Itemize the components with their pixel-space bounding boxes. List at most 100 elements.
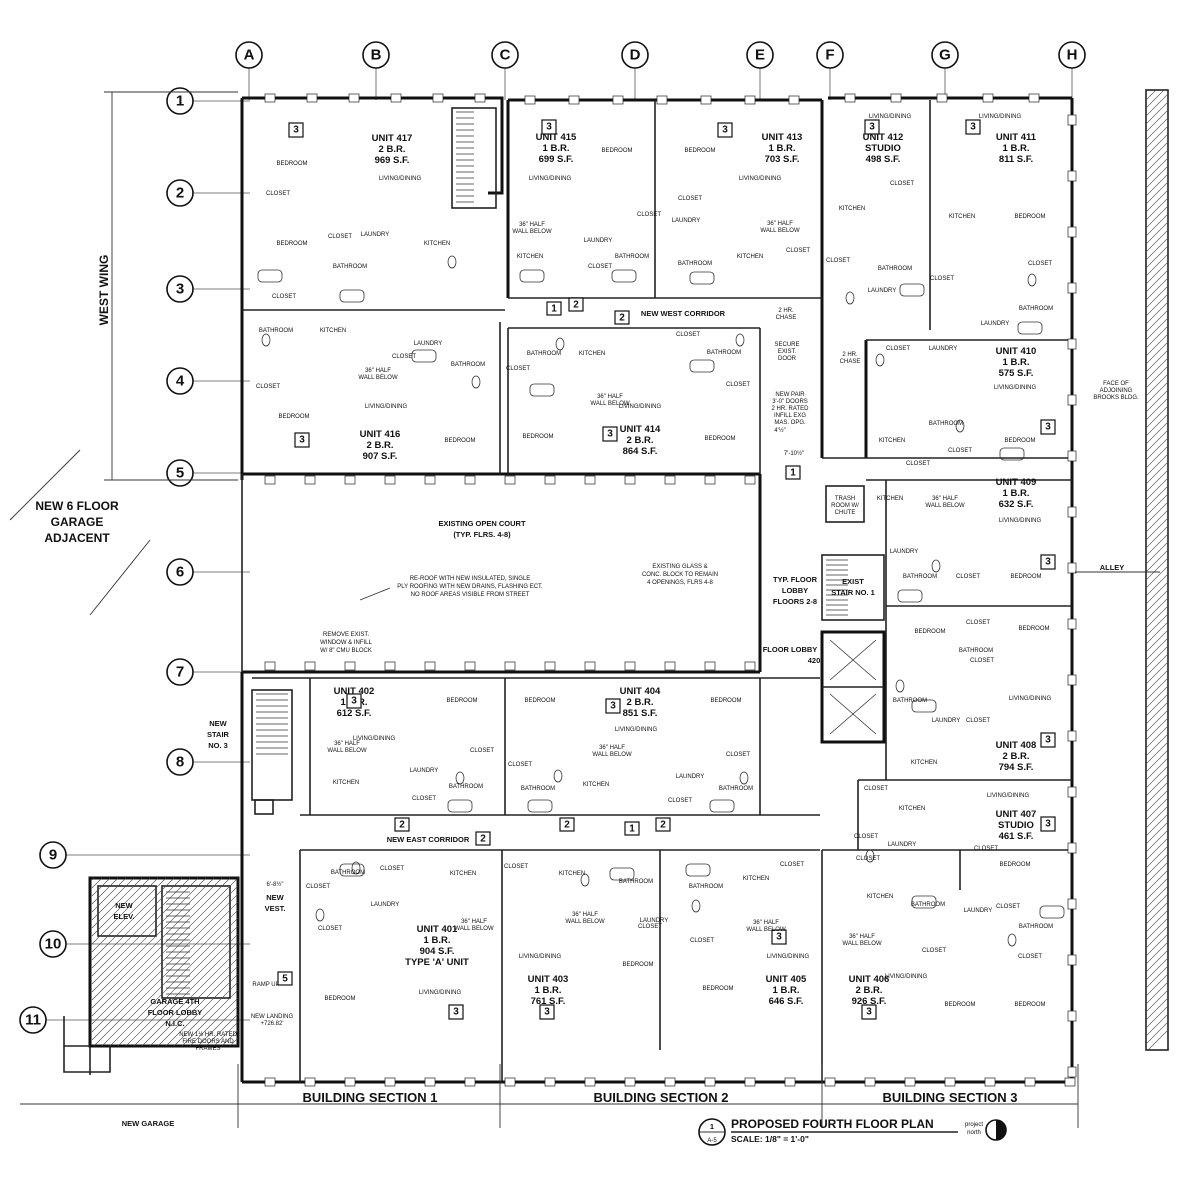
corridor-tag: 5 [282,974,288,985]
hatch-line [1145,517,1168,541]
hatch-line [1145,93,1168,117]
unit-label: 1 B.R. [543,143,570,154]
unit-type-tag-label: 3 [607,429,613,440]
room-label-living: LIVING/DINING [999,518,1042,524]
grid-bubble-row [39,841,67,869]
room-label-bathroom: BATHROOM [929,421,963,427]
hatch-line [1145,165,1168,189]
toilet-icon [555,337,565,351]
trash-room-label: TRASH [835,496,855,502]
window-mark [704,1077,716,1087]
garage-adjacent-label: NEW 6 FLOOR [35,499,119,513]
building-section-3: BUILDING SECTION 3 [882,1090,1017,1105]
hatch-line [1145,869,1168,893]
window-mark [1028,93,1040,103]
bathtub-icon [527,799,553,813]
window-mark [744,475,756,485]
grid-bubble-row-label: 7 [176,664,184,681]
toilet-icon [315,908,325,922]
toilet-icon [471,375,481,389]
window-mark [984,1077,996,1087]
half-wall-note: WALL BELOW [327,748,367,754]
hatch-line [1145,909,1168,933]
window-mark [824,1077,836,1087]
bathtub-icon [339,289,365,303]
new-stair-label: NO. 3 [208,741,228,750]
room-label-living: LIVING/DINING [767,954,810,960]
reroof-note: RE-ROOF WITH NEW INSULATED, SINGLE [410,576,531,582]
hatch-line [1145,405,1168,429]
hatch-line [1145,797,1168,821]
hatch-line [91,919,261,1050]
corridor-tag: 1 [790,468,796,479]
unit-label: UNIT 403 [528,974,569,985]
hatch-line [91,767,261,937]
hatch-line [1145,845,1168,869]
window-mark [306,93,318,103]
window-mark [1067,618,1077,630]
window-mark [1067,786,1077,798]
hatch-line [1145,757,1168,781]
window-mark [864,1077,876,1087]
hatch-line [91,1023,261,1050]
window-mark [1067,674,1077,686]
unit-label: 2 B.R. [1003,751,1030,762]
grid-bubble-row-label: 5 [176,465,184,482]
room-label-bathroom: BATHROOM [521,786,555,792]
bathtub-icon [609,867,635,881]
hatch-line [1145,141,1168,165]
hatch-line [1145,285,1168,309]
window-mark [504,661,516,671]
room-label-kitchen: KITCHEN [867,894,893,900]
room-label-bedroom: BEDROOM [446,698,477,704]
rated-doors-note: NEW 1½ HR. RATED [179,1031,237,1038]
window-mark [424,1077,436,1087]
new-pair-doors-note: INFILL EXG [774,413,806,419]
hatch-line [1145,925,1168,949]
unit-label: 851 S.F. [623,708,658,719]
exist-stair-label: STAIR NO. 1 [831,588,875,597]
room-label-laundry: LAUNDRY [932,718,961,724]
grid-bubble-row-label: 1 [176,93,184,110]
interior-partitions [63,89,1169,1082]
window-mark [1064,1077,1076,1087]
room-label-bathroom: BATHROOM [707,350,741,356]
hatch-line [1145,973,1168,997]
hatch-line [1145,253,1168,277]
window-mark [304,475,316,485]
half-wall-notes: 36" HALF WALL BELOW 36" HALF WALL BELOW … [327,221,965,947]
hatch-line [91,791,261,961]
unit-label: 1 B.R. [769,143,796,154]
grid-bubble-row-label: 6 [176,564,184,581]
hatch-line [1145,317,1168,341]
window-mark [390,93,402,103]
hatch-line [1145,893,1168,917]
face-of-building-note: BROOKS BLDG. [1093,395,1139,401]
hatch-line [1145,453,1168,477]
room-label-closet: CLOSET [272,294,296,300]
hatch-line [1145,509,1168,533]
unit-type-tag-label: 3 [1045,422,1051,433]
half-wall-note: WALL BELOW [925,503,965,509]
floor-lobby-label: FLOOR LOBBY [763,645,818,654]
room-label-living: LIVING/DINING [379,176,422,182]
unit-label: 612 S.F. [337,708,372,719]
unit-type-tag [541,119,557,135]
hatch-line [1145,837,1168,861]
unit-label: UNIT 415 [536,132,577,143]
new-landing-note: +726.82' [260,1021,283,1027]
hatch-line [1145,357,1168,381]
room-label-living: LIVING/DINING [519,954,562,960]
window-mark [504,475,516,485]
hatch-line [91,983,261,1050]
room-label-bedroom: BEDROOM [278,414,309,420]
room-label-living: LIVING/DINING [869,114,912,120]
hatch-line [1145,501,1168,525]
window-mark [1067,170,1077,182]
garage-adjacent-label: ADJACENT [44,531,110,545]
hatch-line [1145,117,1168,141]
room-label-bedroom: BEDROOM [276,161,307,167]
room-label-laundry: LAUNDRY [676,774,705,780]
hatch-line [1145,949,1168,973]
unit-label: 1 B.R. [1003,488,1030,499]
